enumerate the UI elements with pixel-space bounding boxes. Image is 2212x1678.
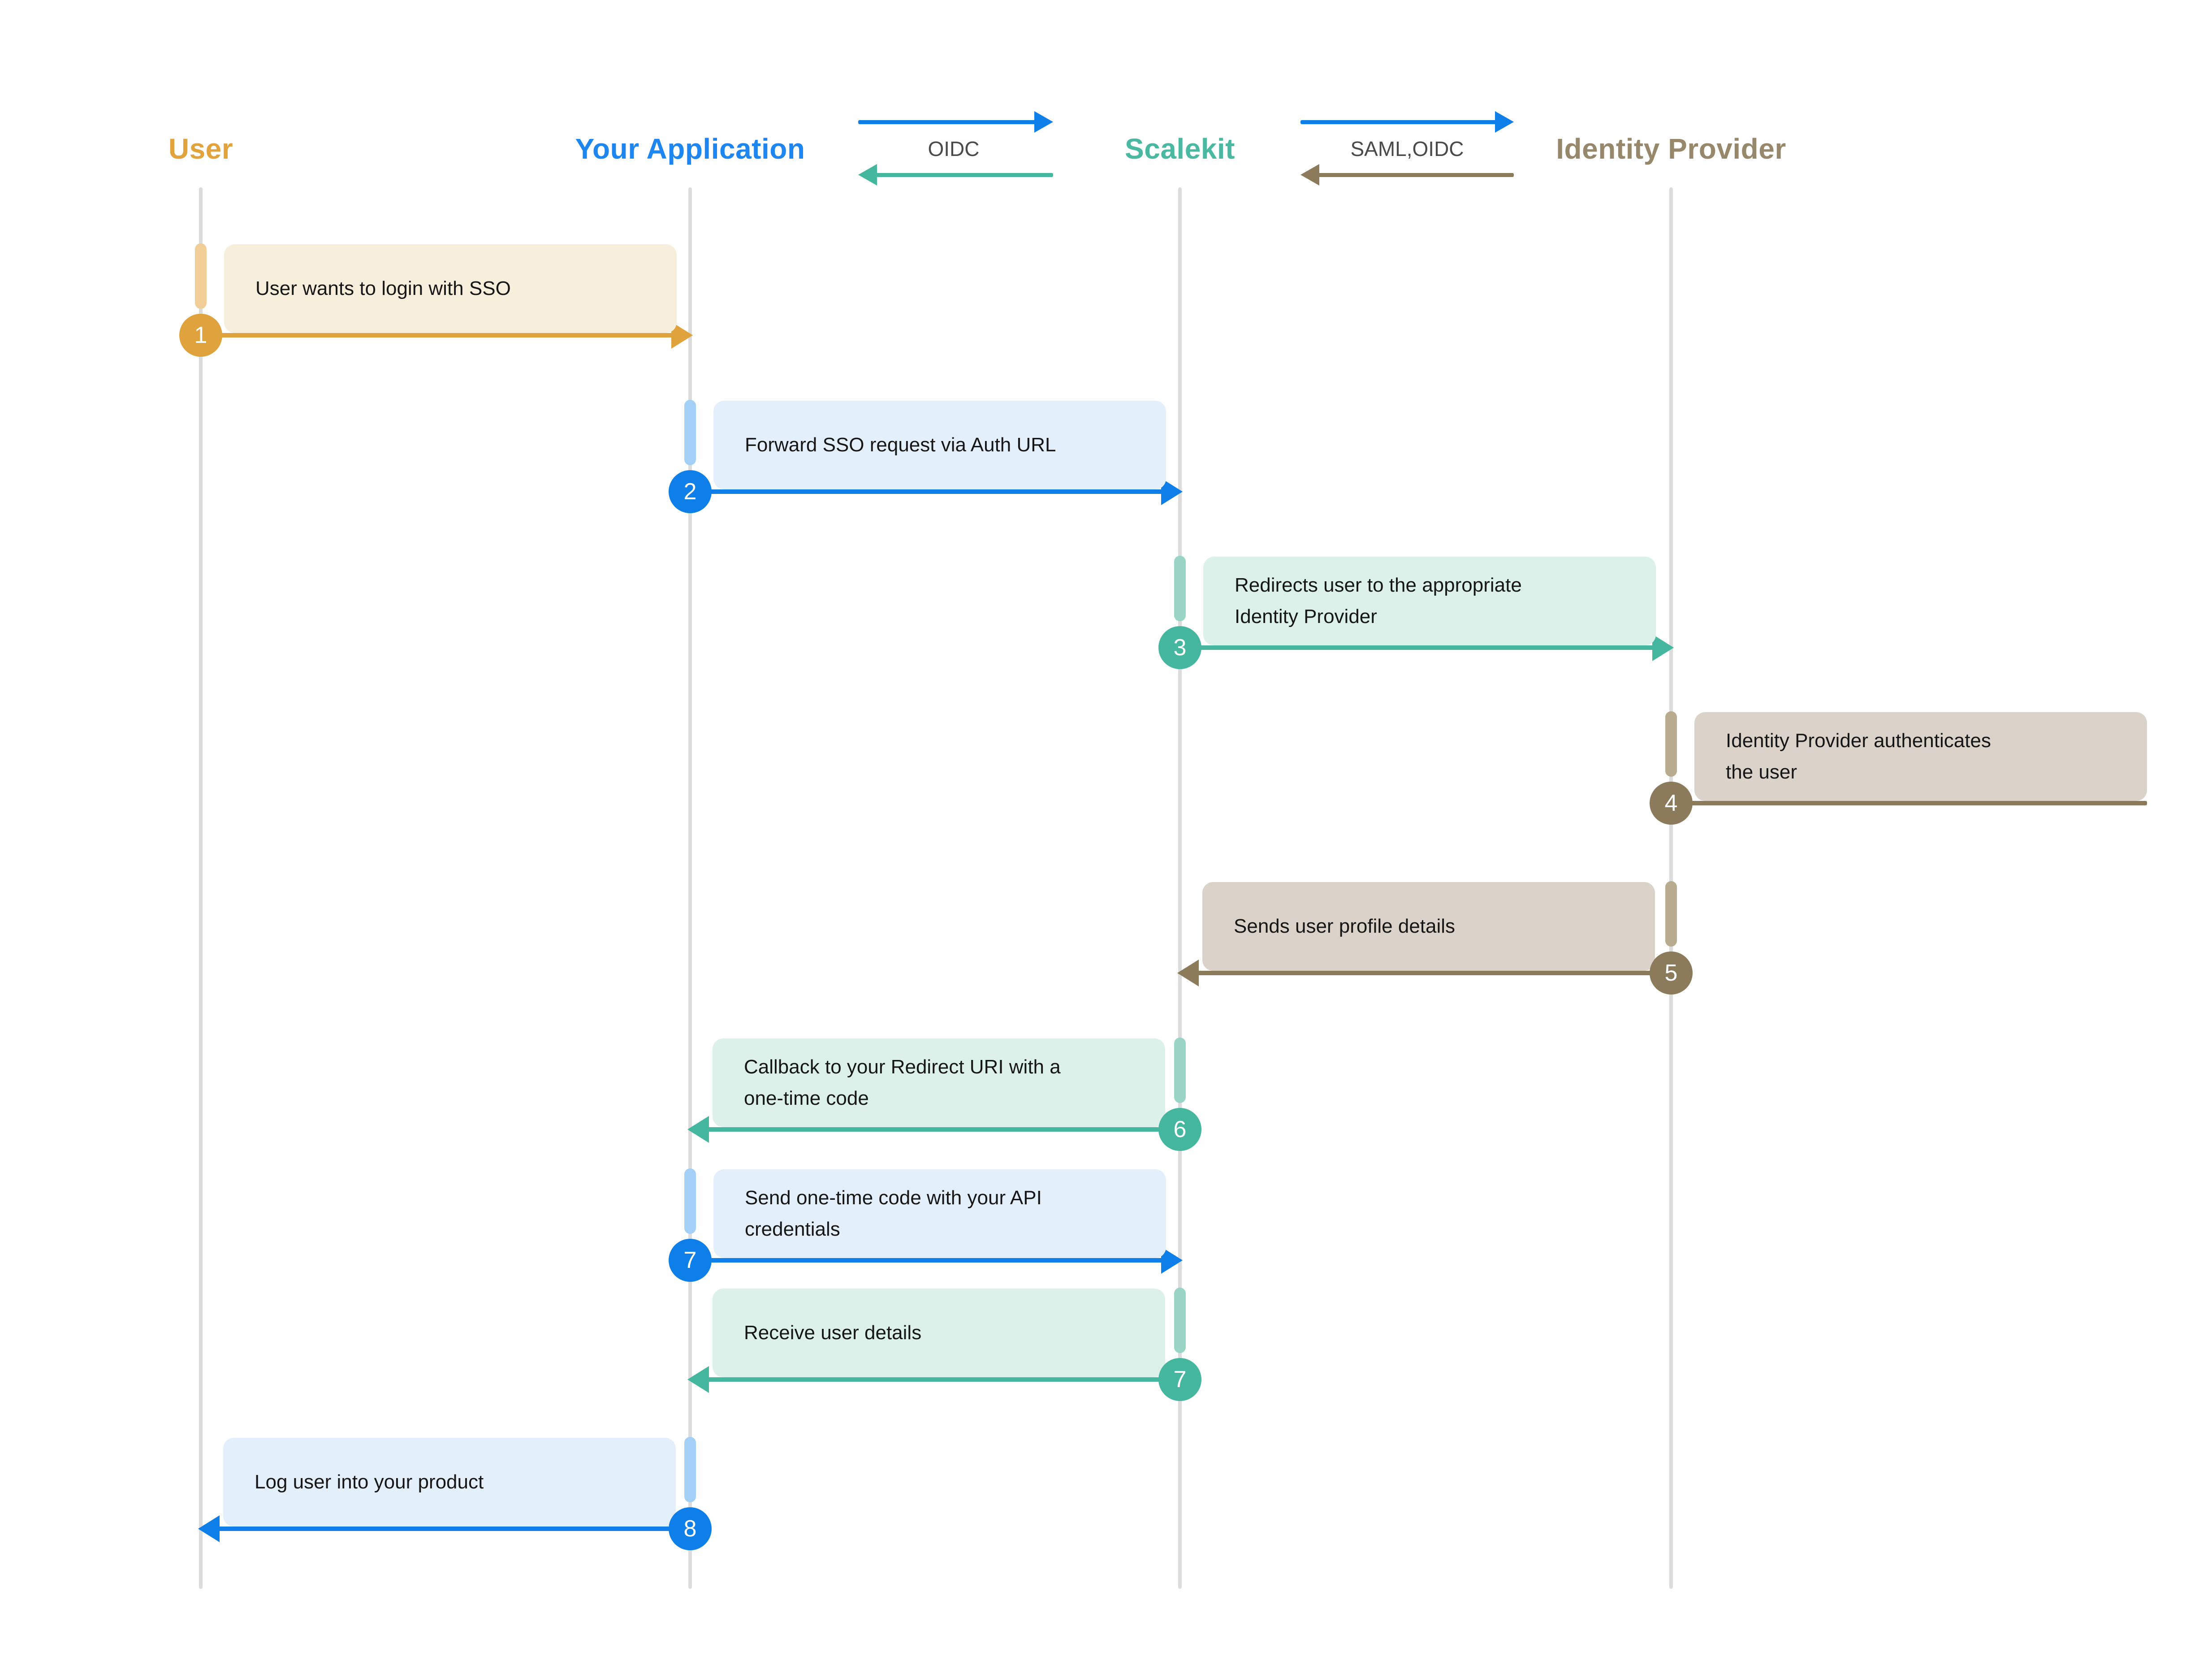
step-1-message-text: User wants to login with SSO — [255, 277, 511, 299]
step-8-return-message-box: Log user into your product — [223, 1438, 676, 1527]
step-3-badge: 3 — [1158, 626, 1201, 669]
step-5-return-message-box: Sends user profile details — [1202, 882, 1655, 971]
lifeline-user — [199, 187, 203, 1589]
lifeline-scalekit — [1178, 187, 1182, 1589]
step-6-return-line — [706, 1127, 1180, 1132]
step-1-activation — [195, 243, 207, 309]
actor-label-user: User — [168, 133, 233, 165]
step-6-return-message-box: Callback to your Redirect URI with a one-… — [713, 1038, 1165, 1127]
step-2-message-text: Forward SSO request via Auth URL — [745, 434, 1056, 456]
step-2-number: 2 — [683, 479, 697, 505]
step-3-message-text: Identity Provider — [1235, 605, 1377, 627]
step-6-return-activation — [1174, 1038, 1186, 1103]
step-8-return-activation — [684, 1437, 696, 1502]
step-7-number: 7 — [683, 1247, 697, 1273]
step-3-message-text: Redirects user to the appropriate — [1235, 574, 1522, 596]
step-7-line — [690, 1258, 1164, 1263]
step-5-return-number: 5 — [1664, 960, 1678, 986]
step-4-message-text: the user — [1726, 761, 1797, 783]
step-4-activation — [1665, 711, 1677, 777]
step-3-arrowhead-icon — [1652, 634, 1674, 661]
step-6-return-message-text: Callback to your Redirect URI with a — [744, 1056, 1061, 1078]
step-7-return-number: 7 — [1173, 1367, 1187, 1393]
step-7-return-activation — [1174, 1288, 1186, 1353]
step-2-badge: 2 — [669, 470, 712, 513]
step-8-return-arrowhead-icon — [198, 1515, 220, 1542]
step-5-return-badge: 5 — [1650, 951, 1693, 995]
step-7-message-text: Send one-time code with your API — [745, 1187, 1042, 1209]
step-5-return-line — [1196, 971, 1671, 975]
step-1-message-box: User wants to login with SSO — [224, 244, 677, 333]
actor-label-scalekit: Scalekit — [1125, 133, 1235, 165]
step-4-message-box: Identity Provider authenticates the user — [1694, 712, 2147, 801]
step-5-return-message-text: Sends user profile details — [1234, 915, 1456, 937]
step-1-badge: 1 — [179, 314, 222, 357]
protocol-0-forward-arrowhead-icon — [1034, 111, 1053, 133]
step-1-number: 1 — [194, 322, 207, 348]
protocol-1-back-line — [1317, 173, 1514, 177]
protocol-1-forward-line — [1300, 120, 1498, 124]
step-7-return-line — [706, 1377, 1180, 1382]
step-7-return-badge: 7 — [1158, 1358, 1201, 1401]
step-7-badge: 7 — [669, 1239, 712, 1282]
step-7-message-text: credentials — [745, 1218, 840, 1240]
step-4-number: 4 — [1664, 790, 1678, 816]
step-6-return-badge: 6 — [1158, 1108, 1201, 1151]
step-8-return-message-text: Log user into your product — [255, 1471, 484, 1493]
protocol-1-back-arrowhead-icon — [1300, 164, 1319, 186]
protocol-label-saml-oidc: SAML,OIDC — [1350, 137, 1464, 160]
step-2-activation — [684, 400, 696, 465]
protocol-0-back-line — [874, 173, 1053, 177]
step-3-activation — [1174, 556, 1186, 621]
step-2-line — [690, 489, 1164, 494]
step-6-return-arrowhead-icon — [687, 1116, 709, 1143]
step-5-return-activation — [1665, 881, 1677, 947]
protocol-label-oidc: OIDC — [928, 137, 980, 160]
protocol-0-back-arrowhead-icon — [858, 164, 877, 186]
step-7-message-box: Send one-time code with your API credenti… — [713, 1169, 1166, 1258]
step-6-return-number: 6 — [1173, 1116, 1187, 1142]
step-7-return-message-text: Receive user details — [744, 1322, 922, 1344]
actor-label-identity-provider: Identity Provider — [1556, 133, 1786, 165]
step-7-return-arrowhead-icon — [687, 1366, 709, 1393]
protocol-1-forward-arrowhead-icon — [1495, 111, 1514, 133]
step-8-return-number: 8 — [683, 1516, 697, 1542]
step-4-message-text: Identity Provider authenticates — [1726, 730, 1991, 752]
step-8-return-line — [217, 1527, 690, 1531]
step-2-message-box: Forward SSO request via Auth URL — [713, 401, 1166, 489]
step-7-return-message-box: Receive user details — [713, 1289, 1165, 1377]
step-5-return-arrowhead-icon — [1177, 960, 1199, 986]
step-7-activation — [684, 1168, 696, 1234]
protocol-0-forward-line — [858, 120, 1037, 124]
step-3-line — [1180, 645, 1655, 650]
step-4-badge: 4 — [1650, 782, 1693, 825]
step-4-line — [1671, 801, 2147, 805]
step-3-number: 3 — [1173, 635, 1187, 661]
step-6-return-message-text: one-time code — [744, 1087, 869, 1109]
step-1-line — [201, 333, 674, 337]
actor-label-your-application: Your Application — [575, 133, 805, 165]
lifeline-your-application — [688, 187, 692, 1589]
step-8-return-badge: 8 — [669, 1507, 712, 1550]
